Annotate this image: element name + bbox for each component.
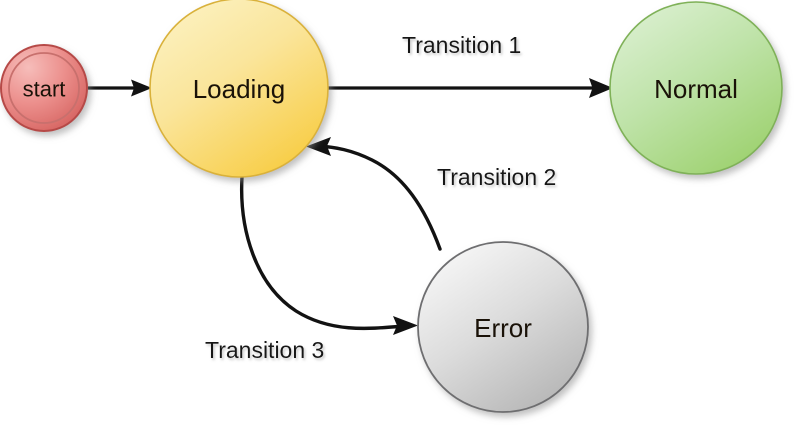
edge-start-to-loading-arrowhead: [131, 79, 152, 97]
edge-loading-to-error-curve: [239, 175, 406, 331]
edge-label-transition-3: Transition 3: [205, 337, 324, 363]
edge-error-to-loading-arrowhead: [306, 137, 331, 156]
node-error[interactable]: Error: [417, 241, 589, 413]
node-start-circle: [0, 44, 88, 132]
edge-loading-to-error-arrowhead: [393, 316, 418, 335]
node-loading-circle: [149, 0, 329, 178]
node-start[interactable]: start: [0, 44, 88, 132]
edge-error-to-loading-curve: [316, 144, 442, 251]
edge-loading-to-normal[interactable]: Transition 1: [328, 32, 613, 98]
edge-label-transition-1: Transition 1: [402, 32, 521, 58]
edge-loading-to-normal-arrowhead: [589, 78, 613, 98]
edge-error-to-loading[interactable]: Transition 2: [306, 137, 556, 251]
node-start-inner-ring: [8, 52, 80, 124]
edge-start-to-loading[interactable]: [88, 79, 152, 97]
node-error-circle: [417, 241, 589, 413]
node-normal-circle: [609, 1, 783, 175]
node-normal[interactable]: Normal: [609, 1, 783, 175]
node-loading[interactable]: Loading: [149, 0, 329, 178]
edge-loading-to-error[interactable]: Transition 3: [205, 175, 418, 363]
edge-label-transition-2: Transition 2: [437, 164, 556, 190]
